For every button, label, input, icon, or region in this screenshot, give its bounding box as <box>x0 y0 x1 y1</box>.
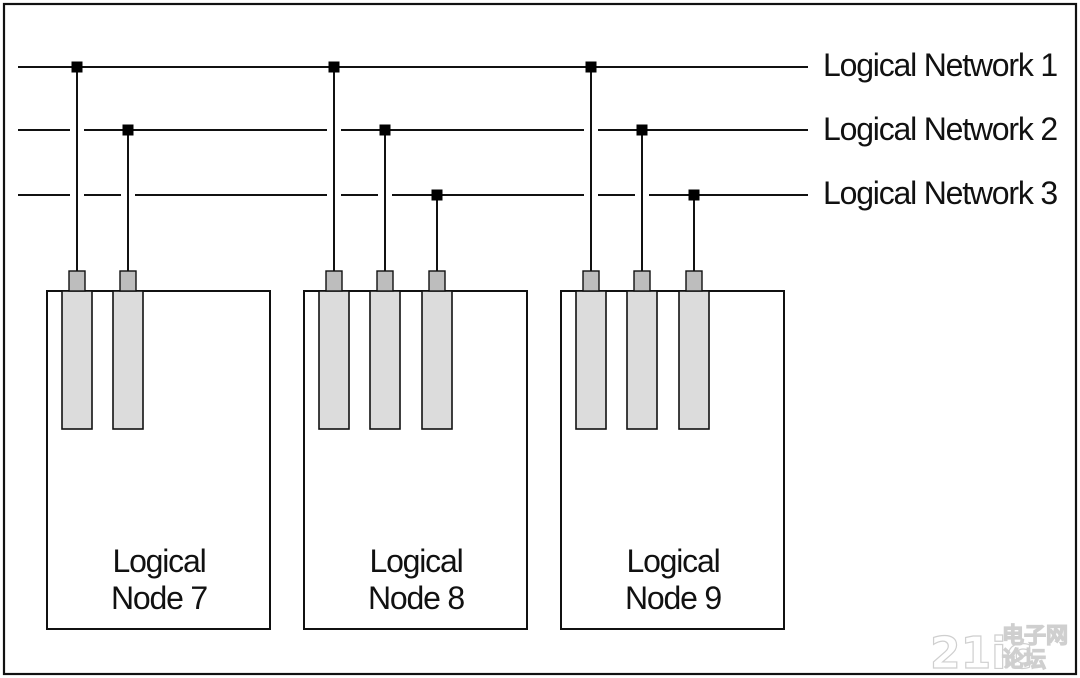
node-8-label-line1: Logical <box>369 543 462 579</box>
node-8-adapter-net3 <box>421 290 453 430</box>
node-9-adapter-net1 <box>575 290 607 430</box>
node-7-adapter-net1 <box>61 290 93 430</box>
node-9-adapter-net2 <box>626 290 658 430</box>
network-label-3: Logical Network 3 <box>823 175 1057 211</box>
node-9-label-line1: Logical <box>626 543 719 579</box>
node-7-adapter-net2 <box>112 290 144 430</box>
watermark-logo: 21ic 电子网 论坛 <box>929 623 1068 678</box>
node-9-adapter-net3 <box>678 290 710 430</box>
node-9-connector-net2 <box>633 270 651 292</box>
node-7-connector-net1 <box>68 270 86 292</box>
network-label-1: Logical Network 1 <box>823 47 1057 83</box>
node-9-label-line2: Node 9 <box>625 580 721 616</box>
node-7-label-line1: Logical <box>112 543 205 579</box>
node-8-adapter-net2 <box>369 290 401 430</box>
node-9-connector-net3 <box>685 270 703 292</box>
junction-node9-net2 <box>636 124 648 136</box>
svg-text:电子网: 电子网 <box>1002 624 1068 649</box>
junction-node7-net1 <box>71 61 83 73</box>
node-7-label-line2: Node 7 <box>111 580 207 616</box>
nodes-layer <box>46 270 785 630</box>
junction-node8-net2 <box>379 124 391 136</box>
node-8-connector-net2 <box>376 270 394 292</box>
junction-node9-net1 <box>585 61 597 73</box>
svg-text:21ic: 21ic <box>930 628 1032 678</box>
node-9-connector-net1 <box>582 270 600 292</box>
network-layer <box>18 61 808 271</box>
network-label-2: Logical Network 2 <box>823 111 1057 147</box>
node-8-connector-net1 <box>325 270 343 292</box>
junction-node8-net3 <box>431 189 443 201</box>
node-8-connector-net3 <box>428 270 446 292</box>
junction-node8-net1 <box>328 61 340 73</box>
junction-node9-net3 <box>688 189 700 201</box>
svg-text:论坛: 论坛 <box>1002 647 1046 673</box>
node-8-adapter-net1 <box>318 290 350 430</box>
junction-node7-net2 <box>122 124 134 136</box>
node-8-label-line2: Node 8 <box>368 580 464 616</box>
node-7-connector-net2 <box>119 270 137 292</box>
